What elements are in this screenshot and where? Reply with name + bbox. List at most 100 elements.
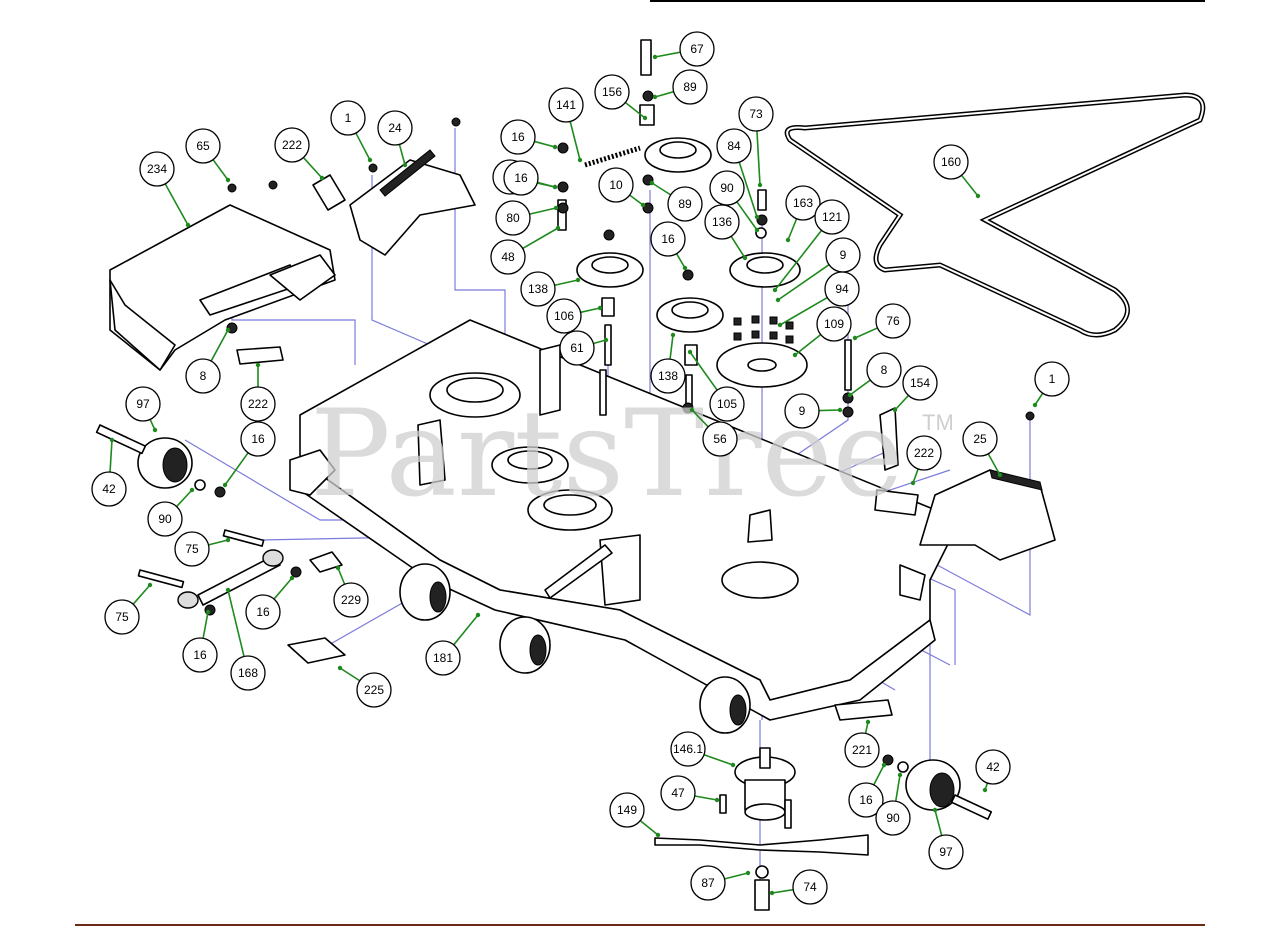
callout-225[interactable]: 225 [356,672,392,708]
callout-bubble [875,800,911,836]
callout-65[interactable]: 65 [185,128,221,164]
callout-80[interactable]: 80 [495,200,531,236]
callout-136[interactable]: 136 [704,204,740,240]
callout-leader-31 [1034,392,1044,406]
callout-16[interactable]: 16 [503,160,539,196]
callout-48[interactable]: 48 [490,239,526,275]
callout-label: 89 [683,80,697,94]
callout-9[interactable]: 9 [784,393,820,429]
callout-leader-61 [894,774,901,802]
callout-90[interactable]: 90 [709,170,745,206]
callout-leader-21 [537,181,556,188]
callout-label: 84 [727,139,741,153]
callout-160[interactable]: 160 [933,144,969,180]
callout-label: 16 [859,793,873,807]
callout-222[interactable]: 222 [274,127,310,163]
callout-75[interactable]: 75 [104,599,140,635]
callout-leader-43 [224,452,249,486]
callout-leader-tip-49 [289,575,295,581]
callout-76[interactable]: 76 [875,303,911,339]
callout-73[interactable]: 73 [738,96,774,132]
callout-146.1[interactable]: 146.1 [670,731,706,767]
callout-163[interactable]: 163 [785,185,821,221]
callout-106[interactable]: 106 [546,298,582,334]
mower-deck [289,319,961,721]
callout-42[interactable]: 42 [91,471,127,507]
callout-47[interactable]: 47 [660,775,696,811]
callout-label: 234 [147,162,167,176]
callout-138[interactable]: 138 [520,271,556,307]
callout-229[interactable]: 229 [333,582,369,618]
callout-1[interactable]: 1 [1034,361,1070,397]
callout-234[interactable]: 234 [139,151,175,187]
callout-42[interactable]: 42 [975,749,1011,785]
callout-97[interactable]: 97 [125,386,161,422]
callout-8[interactable]: 8 [185,358,221,394]
callout-9[interactable]: 9 [825,237,861,273]
callout-label: 138 [658,369,678,383]
callout-61[interactable]: 61 [559,330,595,366]
callout-leader-tip-51 [225,587,231,593]
callout-16[interactable]: 16 [182,637,218,673]
callout-1[interactable]: 1 [330,100,366,136]
callout-bubble [667,186,703,222]
callout-24[interactable]: 24 [377,110,413,146]
callout-222[interactable]: 222 [906,435,942,471]
callout-74[interactable]: 74 [792,869,828,905]
callout-leader-57 [724,872,749,880]
callout-87[interactable]: 87 [690,865,726,901]
callout-75[interactable]: 75 [174,531,210,567]
callout-16[interactable]: 16 [240,421,276,457]
callout-label: 75 [185,542,199,556]
callout-leader-50 [202,611,209,639]
callouts: 6789156141161680481089738490163160121136… [91,31,1070,905]
plate-109 [716,342,808,388]
callout-10[interactable]: 10 [598,167,634,203]
callout-156[interactable]: 156 [594,74,630,110]
callout-label: 25 [973,432,987,446]
callout-label: 74 [803,880,817,894]
callout-141[interactable]: 141 [548,87,584,123]
callout-89[interactable]: 89 [672,69,708,105]
callout-168[interactable]: 168 [230,655,266,691]
callout-89[interactable]: 89 [667,186,703,222]
callout-90[interactable]: 90 [147,501,183,537]
callout-16[interactable]: 16 [245,594,281,630]
callout-149[interactable]: 149 [609,792,645,828]
callout-leader-tip-42 [152,427,158,433]
callout-138[interactable]: 138 [650,358,686,394]
callout-84[interactable]: 84 [716,128,752,164]
callout-105[interactable]: 105 [709,386,745,422]
callout-67[interactable]: 67 [679,31,715,67]
callout-leader-20 [854,327,878,339]
callout-label: 160 [941,155,961,169]
callout-16[interactable]: 16 [650,221,686,257]
callout-16[interactable]: 16 [848,782,884,818]
callout-8[interactable]: 8 [866,352,902,388]
callout-leader-18 [779,296,828,326]
callout-97[interactable]: 97 [928,834,964,870]
callout-109[interactable]: 109 [816,306,852,342]
callout-bubble [650,221,686,257]
callout-154[interactable]: 154 [902,365,938,401]
callout-label: 24 [388,121,402,135]
callout-56[interactable]: 56 [702,421,738,457]
callout-16[interactable]: 16 [500,119,536,155]
callout-leader-tip-26 [670,332,676,338]
callout-221[interactable]: 221 [844,732,880,768]
callout-222[interactable]: 222 [240,386,276,422]
callout-leader-63 [934,809,943,836]
callout-90[interactable]: 90 [875,800,911,836]
callout-leader-tip-55 [714,797,720,803]
callout-25[interactable]: 25 [962,421,998,457]
callout-label: 222 [282,138,302,152]
callout-181[interactable]: 181 [425,640,461,676]
callout-leader-tip-38 [225,177,231,183]
callout-121[interactable]: 121 [814,199,850,235]
callout-94[interactable]: 94 [824,271,860,307]
callout-leader-tip-28 [689,407,695,413]
callout-leader-0 [654,51,681,58]
callout-label: 149 [617,803,637,817]
callout-label: 48 [501,250,515,264]
